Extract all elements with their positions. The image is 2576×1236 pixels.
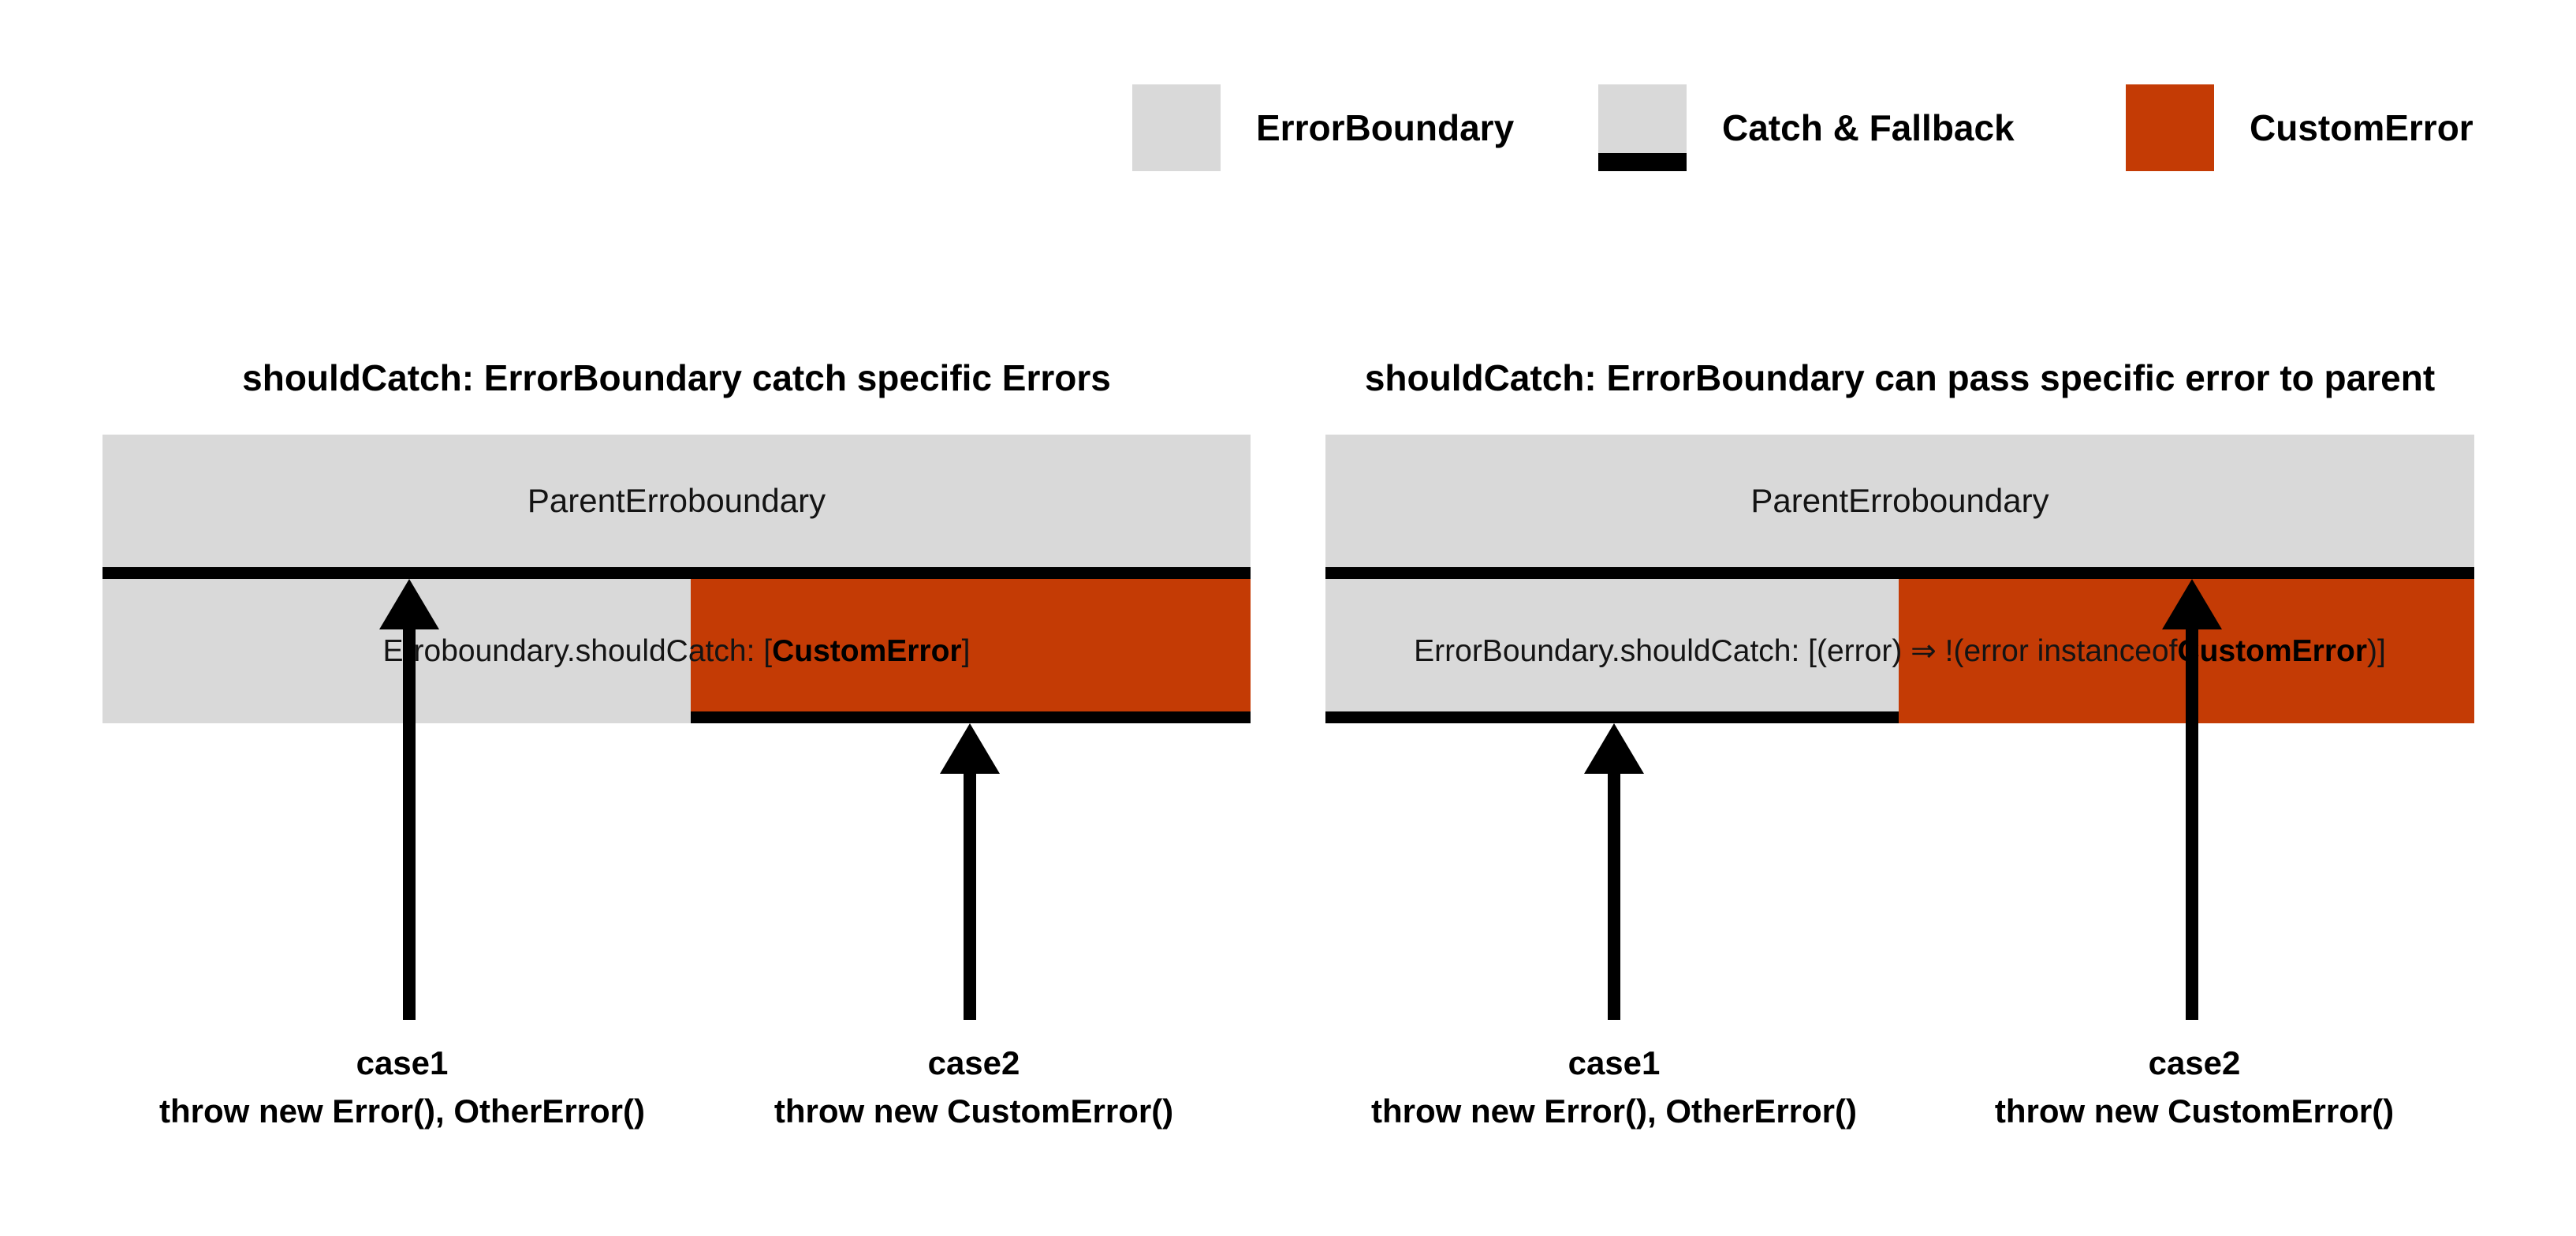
legend-label-customerror: CustomError (2250, 107, 2473, 148)
arrow-shaft (964, 771, 976, 1020)
legend-label-catch-fallback: Catch & Fallback (1722, 107, 2015, 148)
right-child-errorboundary-row: ErrorBoundary.shouldCatch: [(error) ⇒ !(… (1325, 579, 2474, 723)
left-parent-catch-line (103, 567, 1251, 579)
right-child-text-prefix: ErrorBoundary.shouldCatch: [(error) ⇒ !(… (1414, 634, 2178, 668)
case-code: throw new Error(), OtherError() (1370, 1092, 1858, 1130)
case-title: case2 (927, 1044, 1020, 1081)
left-child-customerror-catch-section (691, 579, 1251, 723)
left-case1-label: case1 throw new Error(), OtherError() (47, 1040, 757, 1136)
legend-item-customerror: CustomError (2126, 84, 2473, 171)
right-diagram-title: shouldCatch: ErrorBoundary can pass spec… (1364, 357, 2436, 398)
right-parent-label: ParentErroboundary (1750, 482, 2049, 519)
arrow-head-icon (2162, 579, 2222, 629)
left-child-text-bold: CustomError (772, 633, 962, 668)
case-code: throw new CustomError() (774, 1092, 1174, 1130)
left-case2-label: case2 throw new CustomError() (619, 1040, 1329, 1136)
right-child-text-suffix: )] (2367, 633, 2386, 668)
case-code: throw new Error(), OtherError() (158, 1092, 646, 1130)
right-child-shouldcatch-text: ErrorBoundary.shouldCatch: [(error) ⇒ !(… (1325, 579, 2474, 723)
catch-fallback-swatch-icon (1598, 84, 1687, 171)
arrow-shaft (1608, 771, 1620, 1020)
left-diagram-title: shouldCatch: ErrorBoundary catch specifi… (242, 357, 1111, 398)
left-child-shouldcatch-text: Erroboundary.shouldCatch: [CustomError] (103, 579, 1251, 723)
left-child-text-suffix: ] (961, 633, 971, 668)
arrow-head-icon (1584, 723, 1644, 774)
legend-label-errorboundary: ErrorBoundary (1256, 107, 1515, 148)
right-child-text-bold: CustomError (2177, 633, 2368, 668)
right-parent-catch-line (1325, 567, 2474, 579)
left-child-text-prefix: Erroboundary.shouldCatch: [ (382, 633, 773, 668)
left-child-errorboundary-row: Erroboundary.shouldCatch: [CustomError] (103, 579, 1251, 723)
arrow-shaft (2186, 626, 2198, 1020)
case-code: throw new CustomError() (1994, 1092, 2395, 1130)
right-case1-label: case1 throw new Error(), OtherError() (1259, 1040, 1969, 1136)
errorboundary-swatch-icon (1132, 84, 1221, 171)
right-child-catch-section (1325, 579, 1899, 723)
left-parent-label: ParentErroboundary (527, 482, 826, 519)
customerror-swatch-icon (2126, 84, 2214, 171)
case-title: case2 (2148, 1044, 2241, 1081)
legend-item-catch-fallback: Catch & Fallback (1598, 84, 2015, 171)
arrow-head-icon (940, 723, 1000, 774)
arrow-head-icon (379, 579, 439, 629)
case-title: case1 (1568, 1044, 1661, 1081)
legend-item-errorboundary: ErrorBoundary (1132, 84, 1514, 171)
right-case2-label: case2 throw new CustomError() (1840, 1040, 2549, 1136)
left-parent-errorboundary-bar: ParentErroboundary (103, 435, 1251, 567)
case-title: case1 (356, 1044, 449, 1081)
arrow-shaft (403, 626, 416, 1020)
right-parent-errorboundary-bar: ParentErroboundary (1325, 435, 2474, 567)
